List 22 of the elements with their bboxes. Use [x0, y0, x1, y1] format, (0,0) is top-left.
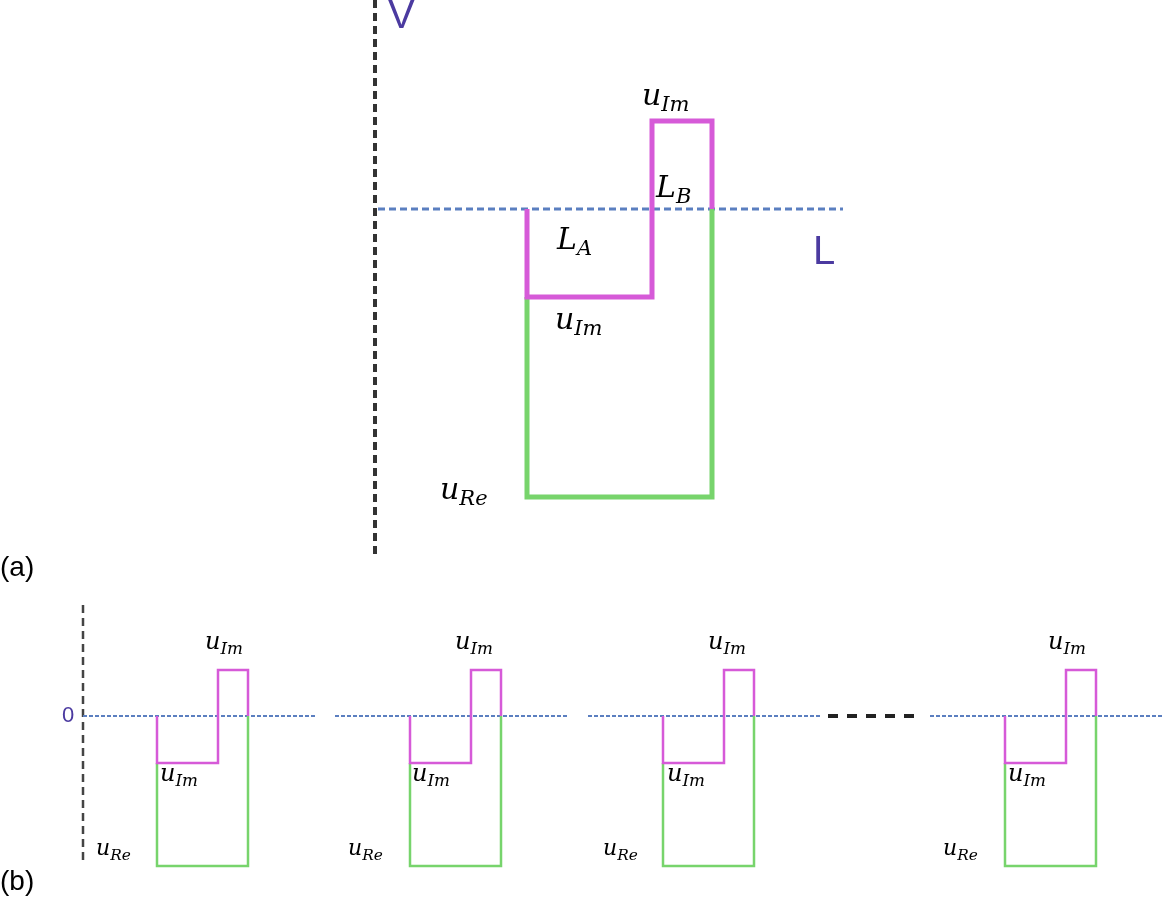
math-label: u$_{Im}$	[642, 78, 690, 117]
math-label: u$_{Re}$	[348, 836, 383, 864]
math-label: L$_{B}$	[656, 170, 692, 209]
math-label: u$_{Re}$	[440, 472, 488, 511]
math-label: u$_{Im}$	[1048, 628, 1086, 658]
axis-label: L	[813, 228, 836, 272]
math-label: L$_{A}$	[557, 222, 593, 261]
panel-label: (a)	[0, 552, 35, 583]
math-label: u$_{Im}$	[455, 628, 493, 658]
math-label: u$_{Im}$	[708, 628, 746, 658]
math-label: u$_{Im}$	[555, 302, 603, 341]
math-label: u$_{Re}$	[603, 836, 638, 864]
panel-label: (b)	[0, 866, 35, 897]
math-label: u$_{Im}$	[205, 628, 243, 658]
axis-label: V	[388, 0, 415, 36]
math-label: u$_{Im}$	[412, 760, 450, 790]
math-label: u$_{Im}$	[160, 760, 198, 790]
axis-label: 0	[62, 703, 75, 728]
math-label: u$_{Re}$	[96, 836, 131, 864]
math-label: u$_{Im}$	[1008, 760, 1046, 790]
math-label: u$_{Im}$	[667, 760, 705, 790]
math-label: u$_{Re}$	[943, 836, 978, 864]
